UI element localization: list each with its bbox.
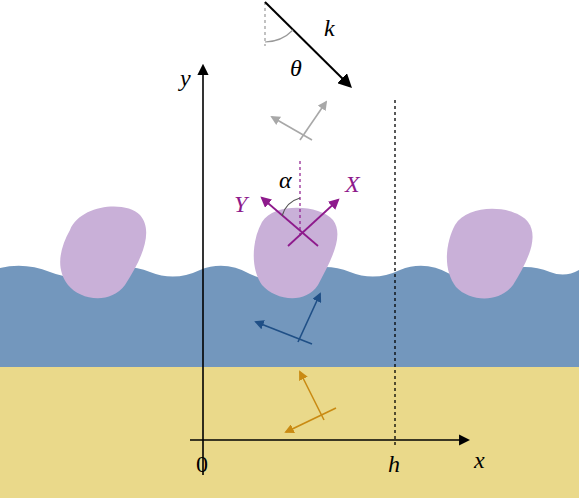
period-line	[394, 100, 395, 448]
axis-tick: 0	[196, 452, 208, 476]
axis-label: X	[345, 172, 360, 196]
frame-arrow	[288, 200, 338, 246]
angle-label: θ	[290, 56, 302, 80]
axis-label: y	[180, 66, 191, 90]
substrate-layer	[0, 366, 579, 498]
normal-line	[264, 2, 265, 46]
frame-arrow	[300, 372, 324, 420]
frame-arrow	[262, 198, 318, 246]
axis-tick: h	[388, 452, 400, 476]
angle-label: α	[279, 168, 292, 192]
x-axis	[190, 439, 468, 441]
frame-arrow	[286, 408, 336, 432]
frame-arrow	[298, 294, 320, 342]
y-axis	[202, 66, 204, 475]
axis-label: x	[474, 448, 485, 472]
frame-arrow	[300, 102, 326, 140]
frame-arrow	[272, 117, 312, 140]
particle	[447, 209, 533, 299]
angle-arc	[282, 198, 300, 216]
vector-label: k	[324, 16, 335, 40]
frame-arrow	[256, 322, 312, 344]
angle-arc	[265, 30, 293, 42]
particle	[60, 207, 146, 299]
wave-vector	[265, 2, 350, 86]
axis-label: Y	[234, 192, 247, 216]
particle	[254, 208, 338, 298]
